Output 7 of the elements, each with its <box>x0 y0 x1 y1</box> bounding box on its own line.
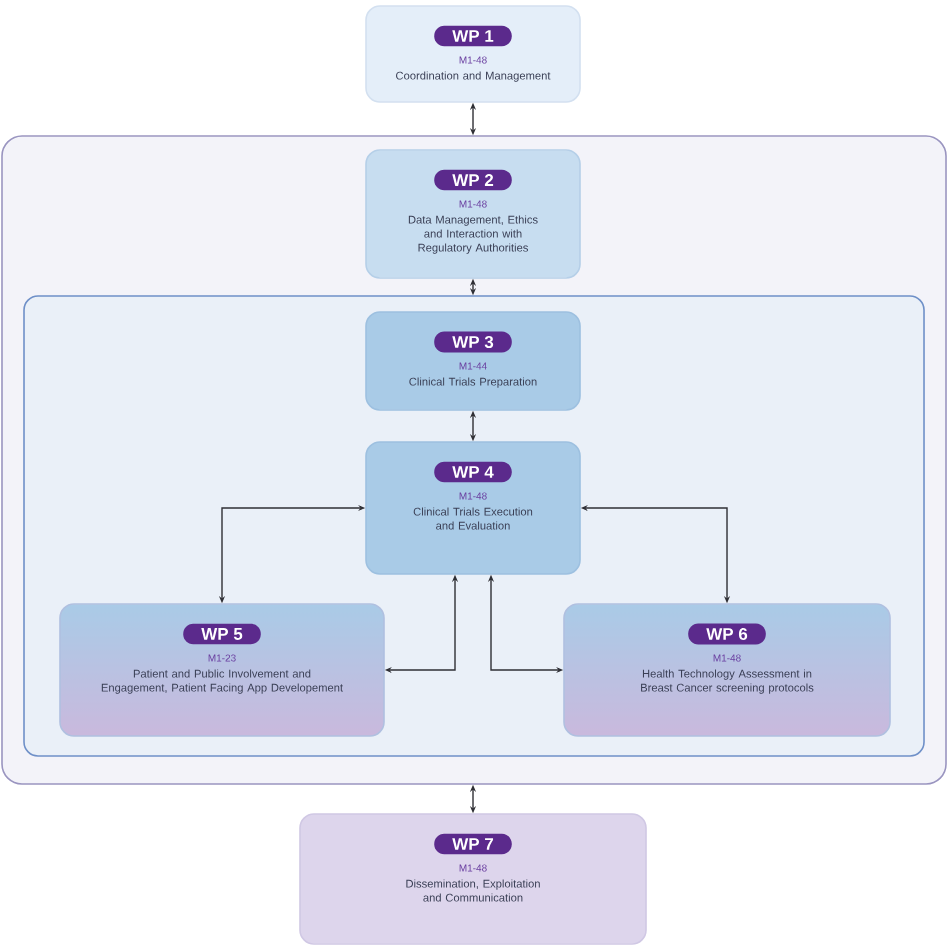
work-package-box <box>365 149 581 279</box>
work-package-box <box>365 5 581 103</box>
work-package-box <box>59 603 385 737</box>
work-package-box <box>299 813 647 945</box>
work-package-box <box>365 311 581 411</box>
work-package-box <box>365 441 581 575</box>
work-package-box <box>563 603 891 737</box>
